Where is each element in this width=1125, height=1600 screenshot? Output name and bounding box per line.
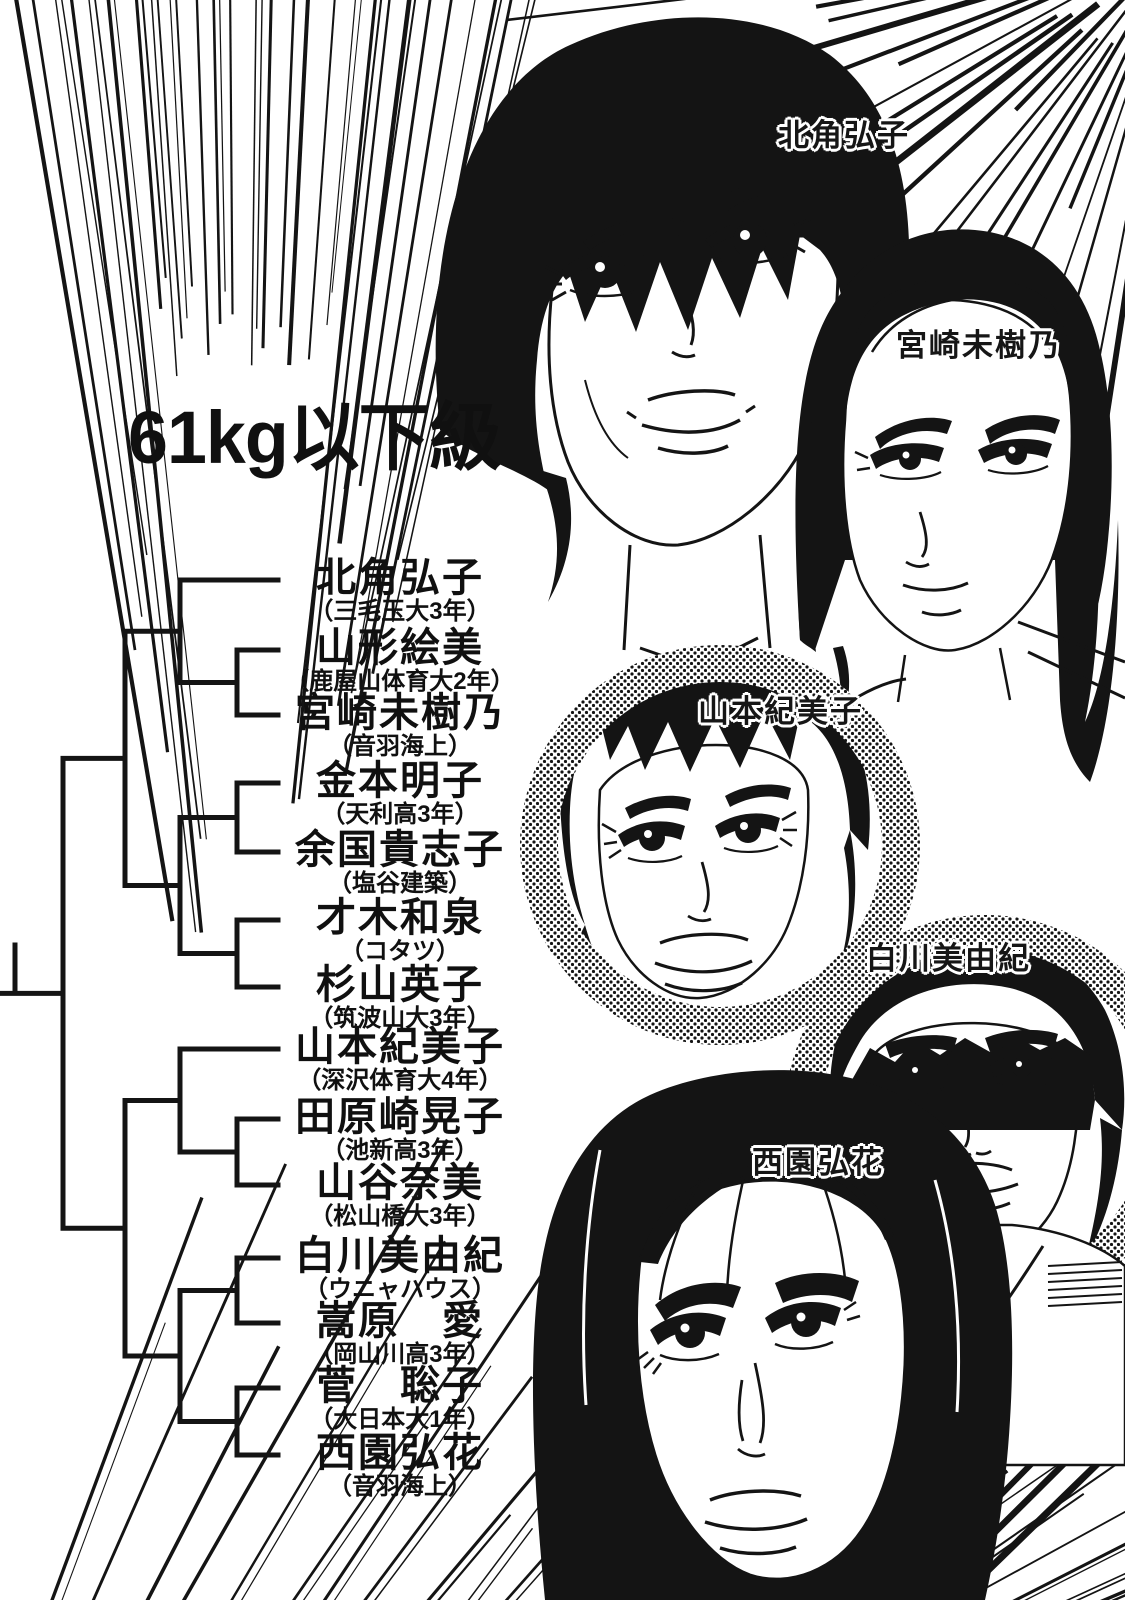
competitor-affiliation: （大日本大1年） — [309, 1406, 491, 1433]
portrait-label-yamamoto: 山本紀美子 — [698, 694, 863, 729]
bracket-entry: 杉山英子（筑波山大3年） — [280, 963, 520, 1033]
bracket-entry: 嵩原 愛（岡山川高3年） — [280, 1299, 520, 1369]
competitor-affiliation: （三毛玉大3年） — [309, 598, 491, 625]
portrait-label-kitakado: 北角弘子 — [778, 118, 910, 153]
competitor-affiliation: （鹿屋山体育大2年） — [285, 668, 515, 695]
competitor-name: 金本明子 — [316, 759, 484, 803]
portrait-label-shirakawa: 白川美由紀 — [866, 941, 1031, 976]
competitor-name: 宮崎未樹乃 — [295, 691, 505, 735]
competitor-affiliation: （筑波山大3年） — [309, 1005, 491, 1032]
bracket-entry: 北角弘子（三毛玉大3年） — [280, 556, 520, 626]
competitor-affiliation: （松山橋大3年） — [309, 1203, 491, 1230]
competitor-name: 山谷奈美 — [316, 1161, 484, 1205]
competitor-affiliation: （ウニャハウス） — [304, 1276, 496, 1303]
competitor-name: 西園弘花 — [316, 1431, 484, 1475]
competitor-name: 才木和泉 — [316, 896, 484, 940]
competitor-affiliation: （音羽海上） — [328, 1473, 472, 1500]
competitor-name: 杉山英子 — [316, 963, 484, 1007]
weight-class-title: 61kg以下級 — [128, 396, 501, 479]
competitor-affiliation: （池新高3年） — [321, 1137, 479, 1164]
competitor-affiliation: （塩谷建築） — [328, 870, 472, 897]
bracket-entry: 菅 聡子（大日本大1年） — [280, 1364, 520, 1434]
bracket-entry: 金本明子（天利高3年） — [280, 759, 520, 829]
portrait-label-nishizono: 西園弘花 — [752, 1145, 884, 1180]
portrait-miyazaki-mikino-art — [795, 229, 1125, 782]
bracket-entry: 田原崎晃子（池新高3年） — [280, 1095, 520, 1165]
competitor-affiliation: （深沢体育大4年） — [297, 1067, 503, 1094]
competitor-name: 嵩原 愛 — [316, 1299, 484, 1343]
competitor-name: 北角弘子 — [316, 556, 484, 600]
bracket-entry: 才木和泉（コタツ） — [280, 896, 520, 966]
portrait-yamamoto-kimiko-art — [520, 645, 920, 1045]
competitor-affiliation: （天利高3年） — [321, 801, 479, 828]
competitor-affiliation: （コタツ） — [340, 938, 460, 965]
portrait-label-miyazaki: 宮崎未樹乃 — [896, 328, 1061, 363]
bracket-entry: 山本紀美子（深沢体育大4年） — [280, 1025, 520, 1095]
competitor-name: 菅 聡子 — [316, 1364, 484, 1408]
bracket-entry: 西園弘花（音羽海上） — [280, 1431, 520, 1501]
competitor-name: 余国貴志子 — [295, 828, 505, 872]
competitor-name: 白川美由紀 — [295, 1234, 505, 1278]
bracket-entry: 宮崎未樹乃（音羽海上） — [280, 691, 520, 761]
competitor-affiliation: （音羽海上） — [328, 733, 472, 760]
competitor-name: 田原崎晃子 — [295, 1095, 505, 1139]
bracket-entry: 山形絵美（鹿屋山体育大2年） — [280, 626, 520, 696]
portrait-kitakado-hiroko-art — [435, 17, 910, 670]
bracket-lines — [0, 577, 281, 1458]
competitor-name: 山形絵美 — [316, 626, 484, 670]
bracket-entry: 余国貴志子（塩谷建築） — [280, 828, 520, 898]
bracket-entry: 山谷奈美（松山橋大3年） — [280, 1161, 520, 1231]
speed-lines-top-left — [14, 0, 536, 933]
portrait-nishizono-hiroka-art — [532, 1070, 1013, 1600]
competitor-affiliation: （岡山川高3年） — [309, 1341, 491, 1368]
bracket-entry: 白川美由紀（ウニャハウス） — [280, 1234, 520, 1304]
competitor-name: 山本紀美子 — [295, 1025, 505, 1069]
gi-weave-lines — [1047, 1261, 1123, 1307]
